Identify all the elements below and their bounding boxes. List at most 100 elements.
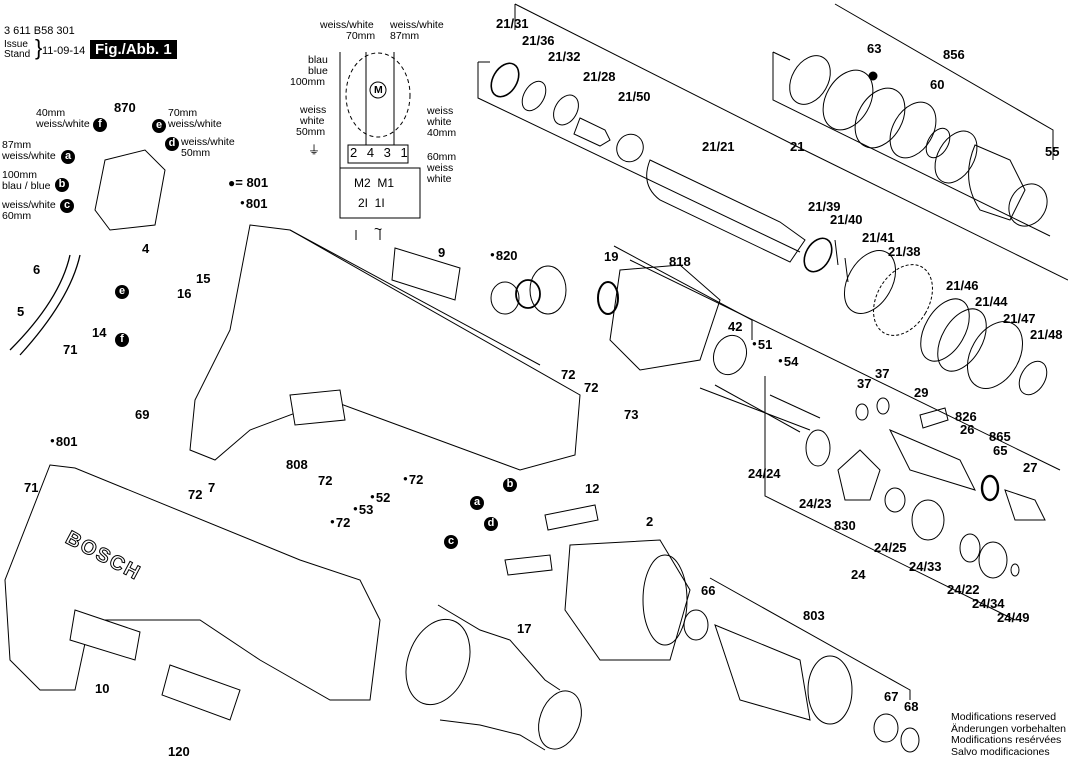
terminal-block: 2 4 3 1 [350, 145, 411, 160]
part-label-67: 67 [884, 689, 899, 704]
document-number: 3 611 B58 301 [4, 25, 75, 37]
part-label-820: 820 [490, 248, 518, 262]
part-label-72-d: 72 [403, 472, 423, 486]
switch-terminals-bottom: 2I 1I [358, 196, 385, 210]
connector-marker-e: e [115, 285, 129, 299]
part-label-24-25: 24/25 [874, 540, 907, 555]
wire-e-color: weiss/white [168, 118, 222, 130]
part-label-19: 19 [604, 249, 619, 264]
switch-870 [9, 149, 166, 356]
part-label-9: 9 [438, 245, 446, 260]
part-label-21-41: 21/41 [862, 230, 895, 245]
part-label-65: 65 [993, 443, 1008, 458]
schem-top-left-color: weiss/white [320, 19, 374, 31]
part-label-12: 12 [585, 481, 600, 496]
schem-right-lower-3: white [427, 173, 452, 185]
bracket-21-group [477, 3, 801, 253]
gear-housing-818 [597, 264, 821, 431]
part-label-803: 803 [803, 608, 825, 623]
schem-top-left-length: 70mm [346, 30, 376, 42]
field-stator-2 [504, 504, 691, 661]
bracket-24-group [764, 376, 1016, 621]
issue-date: 11-09-14 [42, 45, 86, 57]
part-label-24-24: 24/24 [748, 466, 781, 481]
part-label-72-e: 72 [561, 367, 576, 382]
part-label-17: 17 [517, 621, 532, 636]
chuck-parts [789, 55, 1048, 227]
notice-es: Salvo modificaciones [951, 745, 1050, 758]
part-label-55: 55 [1045, 144, 1060, 159]
connector-marker-b: b [503, 478, 517, 492]
part-label-870: 870 [114, 100, 136, 115]
notice-en: Modifications reserved [951, 711, 1057, 723]
part-label-15: 15 [196, 271, 211, 286]
ground-icon: ⏚ [308, 143, 321, 157]
wire-b-color: blau / blue [2, 180, 51, 192]
part-820 [490, 265, 567, 315]
part-label-2: 2 [646, 514, 654, 529]
switch-terminals-top: M2 M1 [354, 176, 395, 190]
part-label-21-50: 21/50 [618, 89, 651, 104]
part-label-42: 42 [728, 319, 743, 334]
schem-left-upper-2: blue [308, 65, 328, 77]
part-label-830: 830 [834, 518, 856, 533]
motor-symbol: M [374, 84, 383, 96]
wire-marker-e: e [152, 119, 166, 133]
part-label-21-36: 21/36 [522, 33, 555, 48]
part-label-865: 865 [989, 429, 1011, 444]
legend-dot-meaning: = 801 [235, 175, 269, 190]
part-label-826: 826 [955, 409, 977, 424]
tool-holder-parts [490, 62, 1048, 396]
schem-left-upper-1: blau [308, 54, 328, 66]
part-label-24-22: 24/22 [947, 582, 980, 597]
wire-c-color: weiss/white [2, 199, 56, 211]
schem-right-lower-1: 60mm [427, 151, 457, 163]
part-label-72-a: 72 [188, 487, 203, 502]
wire-guide-17 [405, 604, 582, 751]
schem-left-lower-2: white [300, 115, 325, 127]
schematic-lines [339, 52, 421, 240]
part-label-21-32: 21/32 [548, 49, 581, 64]
brace-symbol: } [35, 35, 43, 60]
wire-marker-d: d [165, 137, 179, 151]
issue-label-de: Stand [4, 48, 31, 60]
part-label-71-lower: 71 [24, 480, 39, 495]
part-label-54: 54 [778, 354, 798, 368]
part-label-7: 7 [208, 480, 216, 495]
part-label-16: 16 [177, 286, 192, 301]
part-label-60: 60 [930, 77, 945, 92]
part-label-21-38: 21/38 [888, 244, 921, 259]
wire-e-length: 70mm [168, 107, 198, 119]
connector-marker-c: c [444, 535, 458, 549]
notice-de: Änderungen vorbehalten [951, 722, 1067, 735]
part-label-10: 10 [95, 681, 110, 696]
bracket-21-gear-group [629, 147, 1068, 471]
part-label-21: 21 [790, 139, 805, 154]
modifications-notice: Modifications reserved Änderungen vorbeh… [951, 711, 1067, 758]
ac-symbol: ~ [374, 221, 383, 237]
part-label-21-46: 21/46 [946, 278, 979, 293]
part-label-21-28: 21/28 [583, 69, 616, 84]
part-label-68: 68 [904, 699, 919, 714]
part-label-53: 53 [353, 502, 373, 516]
part-label-29: 29 [914, 385, 929, 400]
part-label-72-f: 72 [584, 380, 599, 395]
bracket-856-group [772, 3, 1054, 237]
part-label-856: 856 [943, 47, 965, 62]
issue-label: Issue Stand [4, 40, 30, 59]
schem-left-lower-3: 50mm [296, 126, 326, 138]
part-label-51: 51 [752, 337, 772, 351]
part-label-21-31: 21/31 [496, 16, 529, 31]
part-label-24-49: 24/49 [997, 610, 1030, 625]
legend-dot-801: ●= 801 [228, 175, 269, 190]
part-label-72-b: 72 [318, 473, 333, 488]
part-label-21-47: 21/47 [1003, 311, 1036, 326]
wire-marker-a: a [61, 150, 75, 164]
bracket-803-group [709, 577, 911, 700]
part-label-21-39: 21/39 [808, 199, 841, 214]
connector-marker-a: a [470, 496, 484, 510]
part-label-52: 52 [370, 490, 390, 504]
part-label-26: 26 [960, 422, 975, 437]
